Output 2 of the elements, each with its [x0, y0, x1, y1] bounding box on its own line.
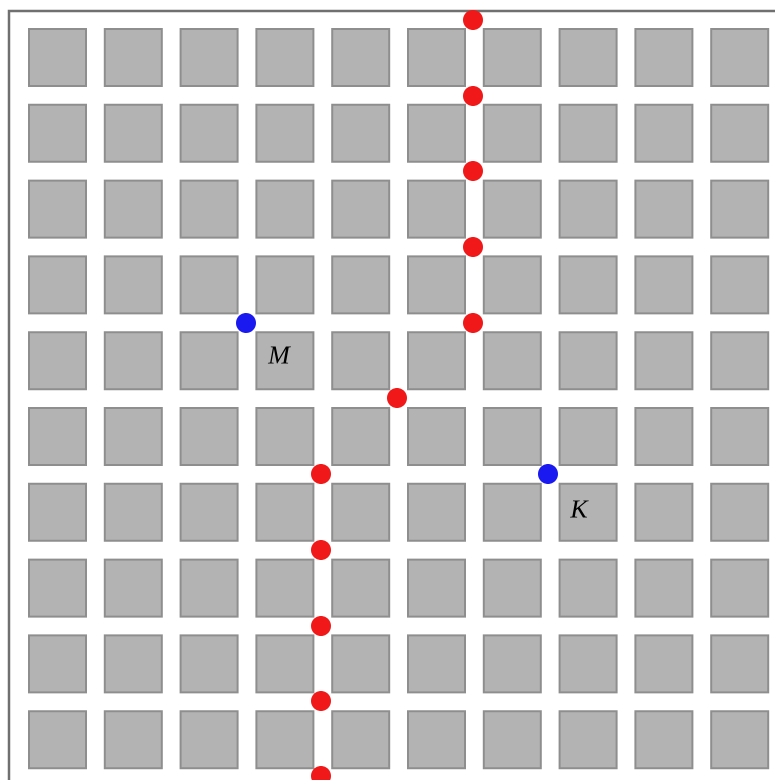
point-label: M [268, 346, 292, 364]
point-label: K [570, 500, 589, 518]
